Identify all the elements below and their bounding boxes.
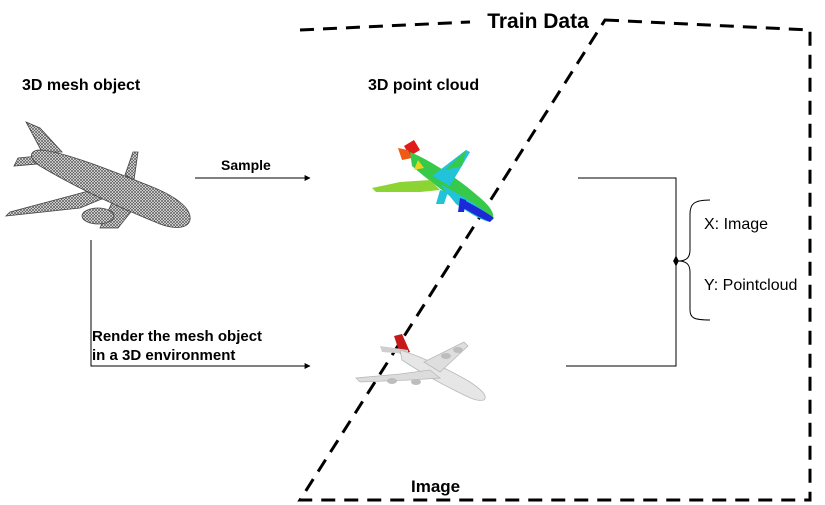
train-data-title: Train Data — [487, 10, 589, 33]
pointcloud-to-pair-line — [578, 177, 679, 267]
pointcloud-label: 3D point cloud — [368, 77, 479, 94]
pair-brace — [677, 199, 711, 321]
train-data-frame — [297, 18, 812, 502]
sample-label: Sample — [221, 157, 271, 173]
image-to-pair-line — [566, 255, 679, 367]
mesh-label: 3D mesh object — [22, 77, 141, 94]
render-label-line1: Render the mesh object — [92, 328, 262, 345]
mesh-airplane-icon — [4, 121, 191, 229]
x-image-label: X: Image — [704, 216, 768, 233]
y-pointcloud-label: Y: Pointcloud — [704, 277, 797, 294]
render-arrow — [90, 240, 311, 369]
render-label-line2: in a 3D environment — [92, 347, 235, 364]
rendered-airplane-icon — [355, 334, 486, 401]
image-label: Image — [411, 477, 460, 496]
pointcloud-airplane-icon — [372, 140, 494, 222]
